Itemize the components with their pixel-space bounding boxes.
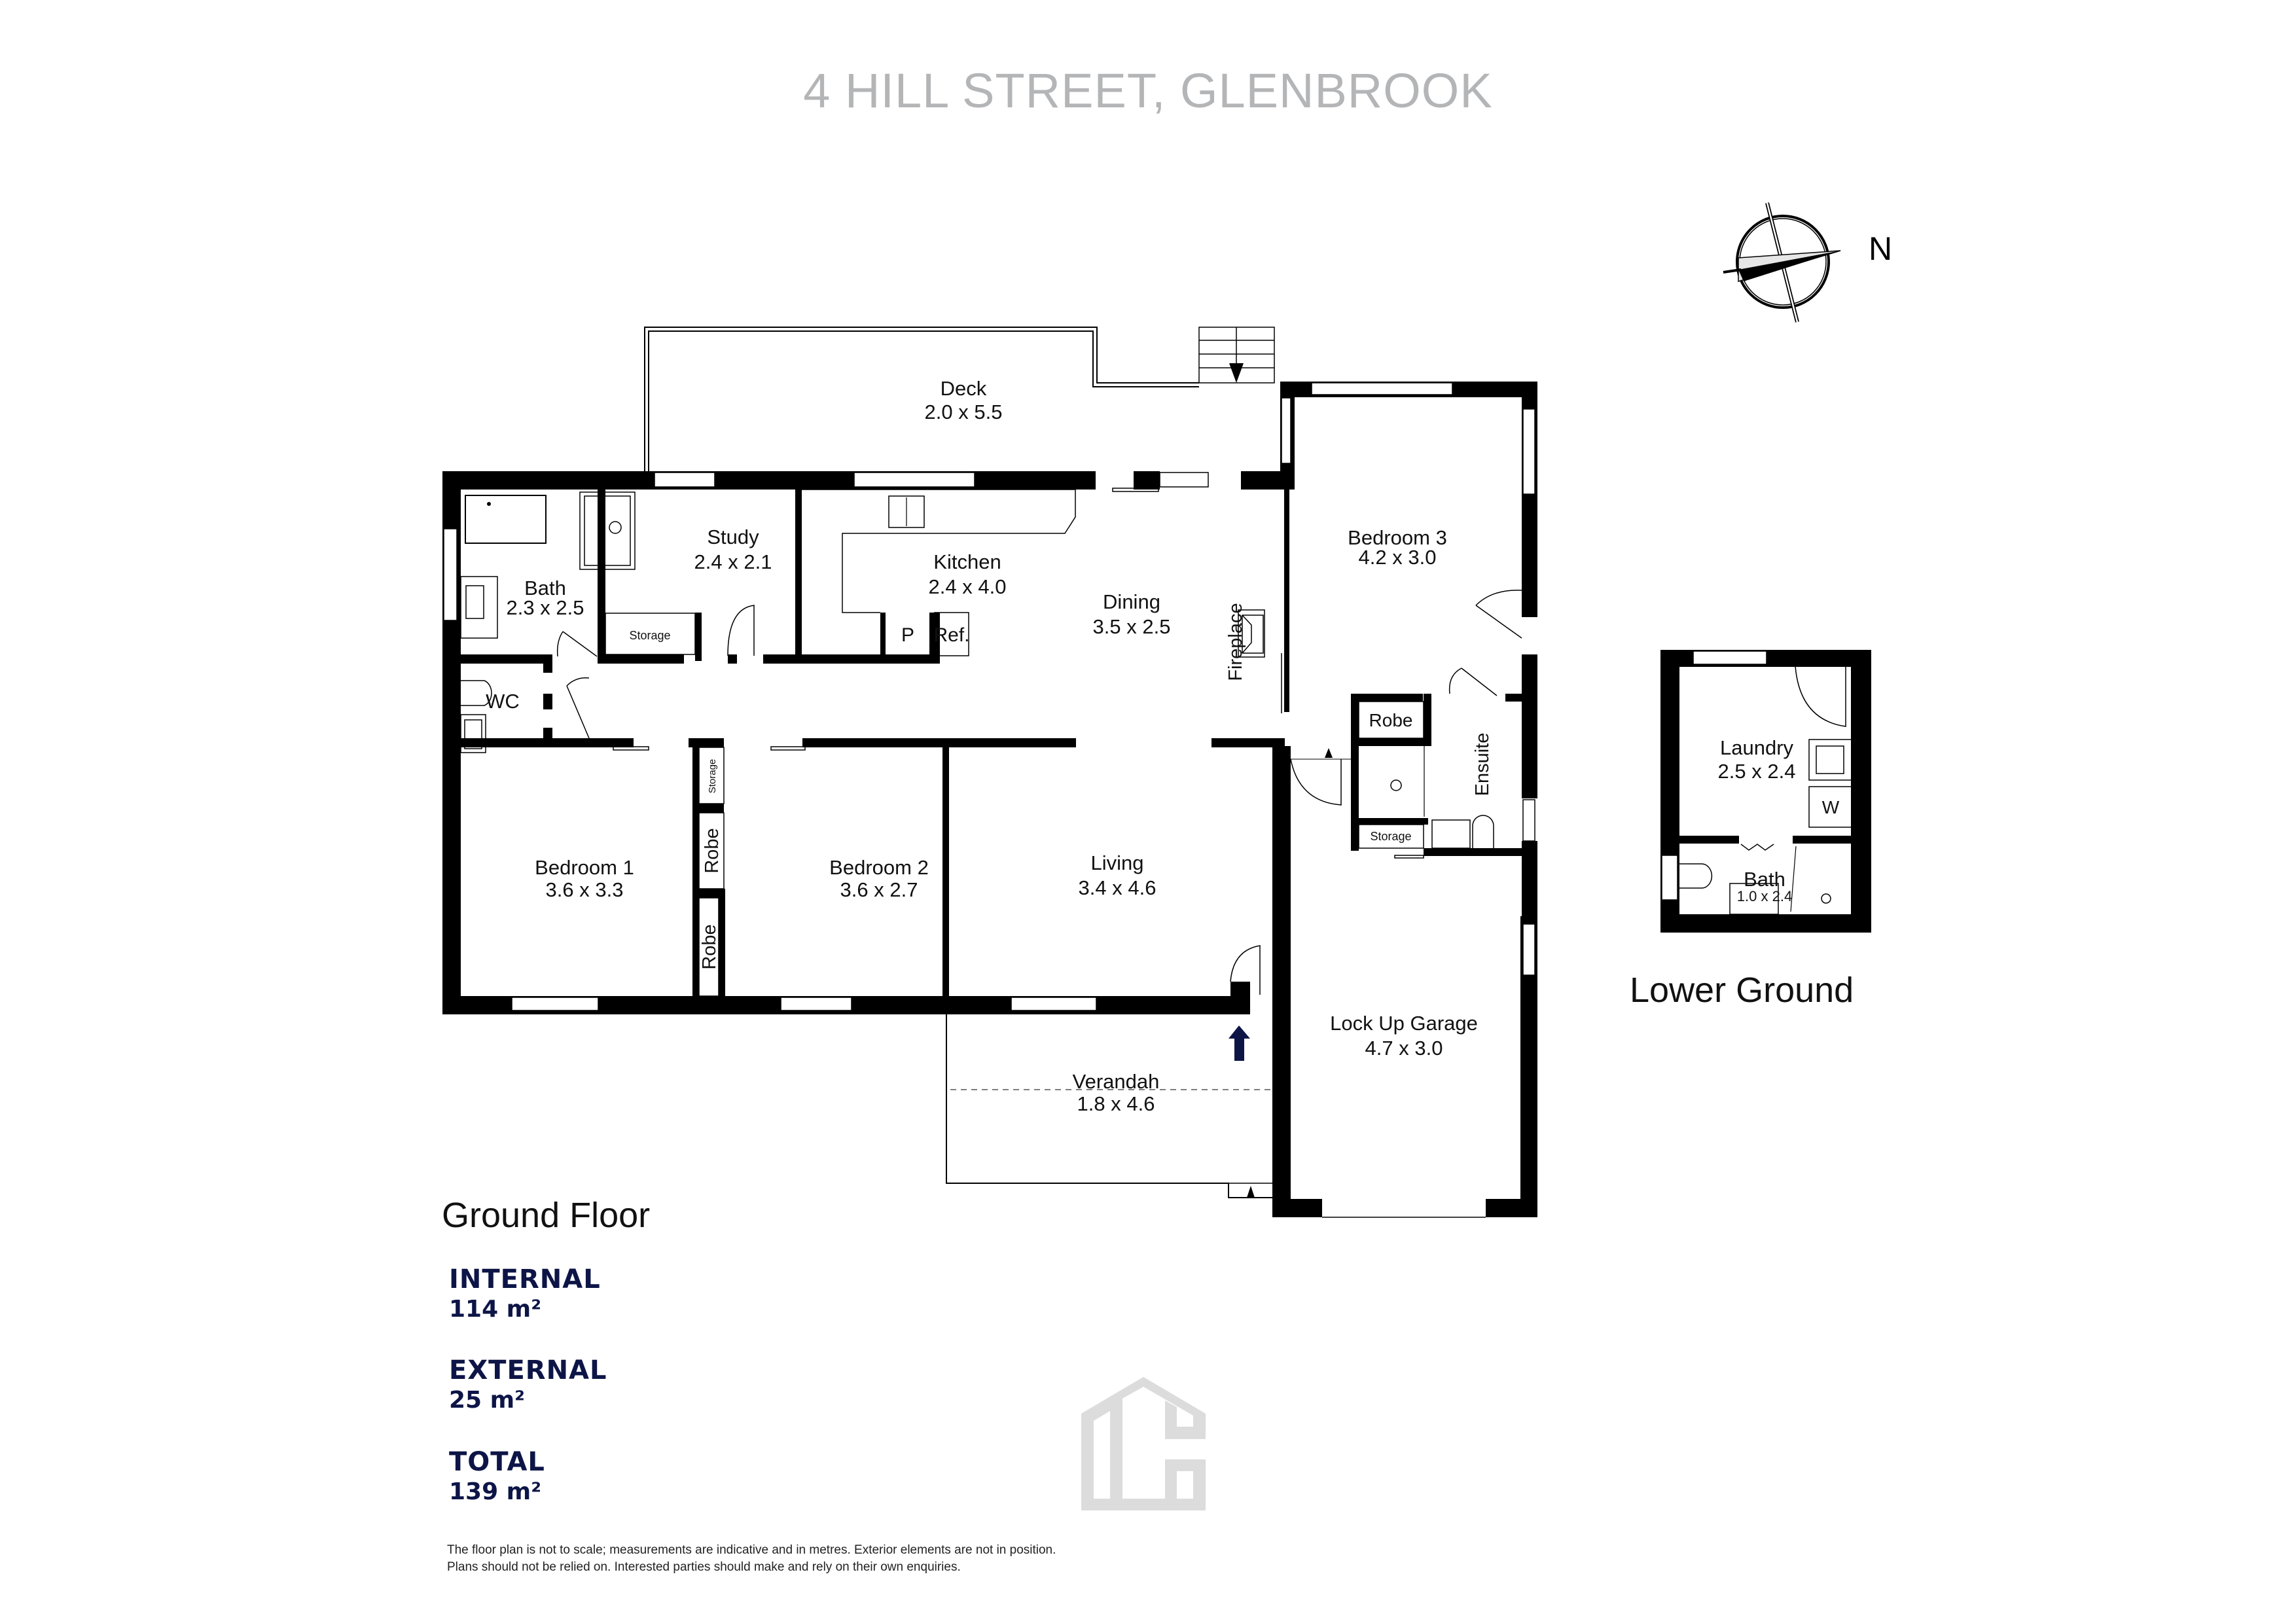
basin-icon	[1431, 819, 1471, 849]
basin-icon	[465, 585, 484, 619]
room-name-lower-bath: Bath	[1744, 868, 1785, 891]
area-total-value: 139 m²	[449, 1478, 541, 1505]
washing-machine-icon	[1808, 786, 1852, 828]
room-dims-lower-bath: 1.0 x 2.4	[1737, 888, 1792, 904]
area-internal-value: 114 m²	[449, 1296, 541, 1323]
room-name-wc: WC	[486, 690, 520, 713]
disclaimer: The floor plan is not to scale; measurem…	[447, 1542, 1056, 1576]
area-internal: INTERNAL 114 m²	[449, 1264, 601, 1323]
room-name-dining: Dining	[1103, 590, 1160, 613]
lower-ground-walls	[1660, 650, 1871, 933]
kitchen-sink-icon	[888, 495, 925, 528]
fixtures	[460, 488, 1522, 1218]
ground-floor-title: Ground Floor	[442, 1196, 651, 1235]
label-ensuite: Ensuite	[1472, 733, 1493, 796]
label-robe-bedroom-1: Robe	[699, 924, 720, 969]
area-total: TOTAL 139 m²	[449, 1447, 545, 1505]
room-dims-lock-up-garage: 4.7 x 3.0	[1365, 1037, 1443, 1060]
area-external: EXTERNAL 25 m²	[449, 1355, 607, 1414]
room-name-bedroom-3: Bedroom 3	[1348, 526, 1447, 549]
basin-icon	[1729, 883, 1779, 915]
label-storage-bedroom: Storage	[707, 759, 718, 794]
page-title: 4 HILL STREET, GLENBROOK	[803, 63, 1493, 118]
disclaimer-line-1: The floor plan is not to scale; measurem…	[447, 1543, 1056, 1557]
room-name-deck: Deck	[941, 377, 987, 400]
disclaimer-line-2: Plans should not be relied on. Intereste…	[447, 1560, 961, 1574]
step-up-arrow-icon	[1325, 748, 1333, 758]
label-robe-bed3: Robe	[1369, 710, 1413, 730]
room-name-lock-up-garage: Lock Up Garage	[1330, 1012, 1478, 1035]
laundry-tub-icon	[1808, 739, 1852, 781]
shower-icon	[1821, 893, 1831, 904]
windows	[443, 382, 1535, 1011]
room-dims-dining: 3.5 x 2.5	[1093, 615, 1171, 638]
room-dims-bath: 2.3 x 2.5	[507, 596, 584, 619]
step-up-arrow-icon	[1247, 1186, 1255, 1198]
shower-icon	[609, 521, 622, 534]
room-dims-bedroom-2: 3.6 x 2.7	[840, 878, 918, 901]
stairs-down-arrow-icon	[1229, 363, 1244, 383]
room-name-bedroom-1: Bedroom 1	[535, 856, 634, 879]
room-dims-kitchen: 2.4 x 4.0	[929, 575, 1007, 598]
toilet-icon	[461, 680, 492, 706]
main-entry-arrow-icon	[1229, 1026, 1250, 1061]
area-total-label: TOTAL	[449, 1447, 545, 1477]
room-name-laundry: Laundry	[1720, 736, 1794, 759]
room-labels: Deck 2.0 x 5.5 Bath 2.3 x 2.5 Study 2.4 …	[486, 377, 1840, 1115]
ground-floor-walls	[442, 382, 1537, 1217]
label-washer: W	[1822, 797, 1840, 817]
label-storage-ensuite: Storage	[1370, 830, 1411, 843]
toilet-icon	[1679, 863, 1713, 889]
room-name-bath: Bath	[524, 577, 566, 599]
room-dims-verandah: 1.8 x 4.6	[1077, 1092, 1155, 1115]
label-pantry: P	[901, 624, 914, 646]
area-external-value: 25 m²	[449, 1387, 525, 1414]
room-dims-deck: 2.0 x 5.5	[925, 401, 1003, 423]
room-name-study: Study	[707, 526, 759, 548]
north-arrow-compass-icon	[1723, 202, 1841, 323]
label-fridge: Ref.	[933, 624, 969, 646]
room-dims-living: 3.4 x 4.6	[1079, 876, 1157, 899]
label-robe-bedroom-2: Robe	[702, 828, 723, 873]
label-storage-study: Storage	[629, 629, 670, 642]
fireplace-icon	[1238, 609, 1265, 658]
area-external-label: EXTERNAL	[449, 1355, 607, 1385]
deck-outline	[644, 327, 1275, 473]
company-logo-house-icon	[1081, 1377, 1206, 1510]
toilet-icon	[1472, 815, 1494, 848]
lower-ground-title: Lower Ground	[1630, 971, 1854, 1010]
room-name-bedroom-2: Bedroom 2	[829, 856, 929, 879]
room-dims-bedroom-3: 4.2 x 3.0	[1359, 546, 1437, 569]
shower-icon	[1390, 779, 1402, 791]
room-dims-bedroom-1: 3.6 x 3.3	[546, 878, 624, 901]
room-dims-laundry: 2.5 x 2.4	[1718, 760, 1796, 783]
label-fireplace: Fireplace	[1225, 603, 1246, 681]
area-internal-label: INTERNAL	[449, 1264, 601, 1294]
room-name-living: Living	[1091, 851, 1144, 874]
room-name-kitchen: Kitchen	[933, 550, 1001, 573]
compass-north-label: N	[1869, 230, 1892, 267]
room-name-verandah: Verandah	[1073, 1070, 1160, 1093]
basin-icon	[464, 719, 482, 749]
room-dims-study: 2.4 x 2.1	[694, 550, 772, 573]
